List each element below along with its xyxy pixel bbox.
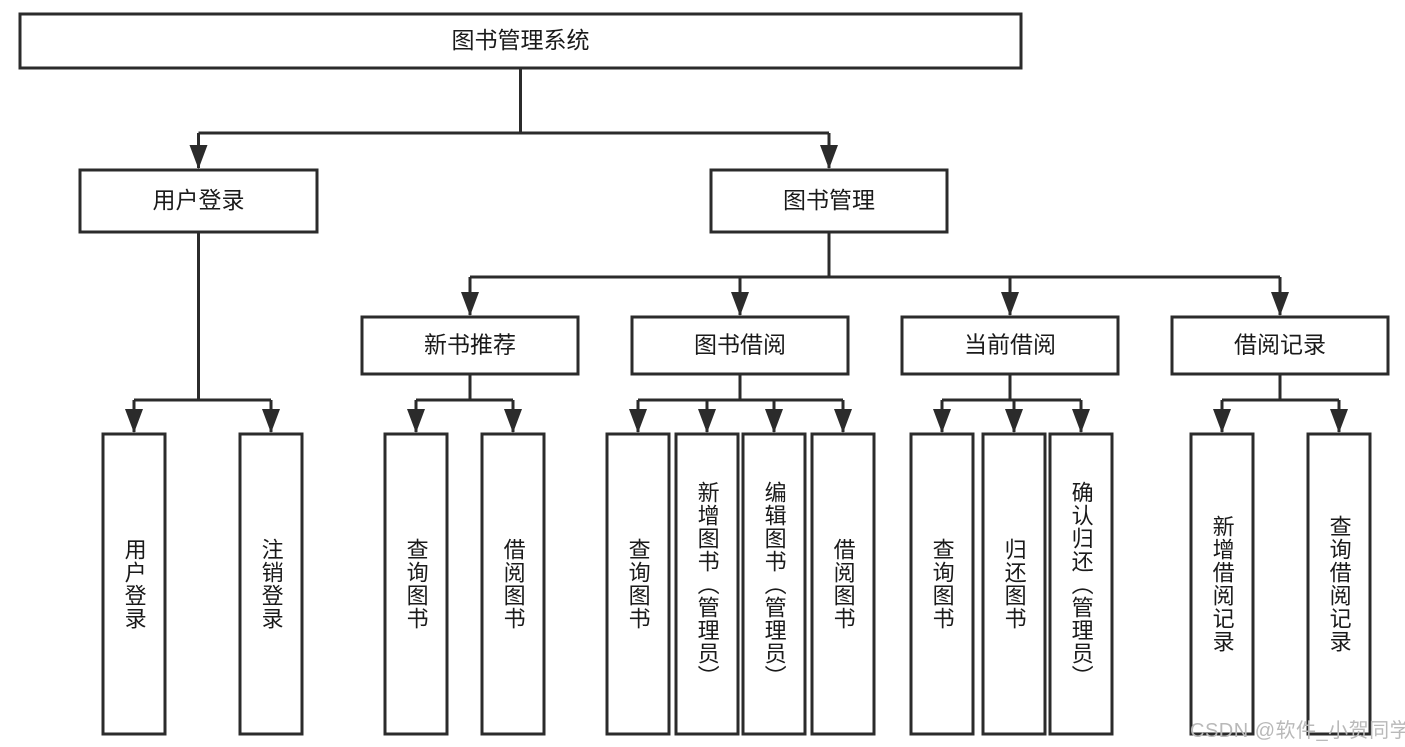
arrow-head-icon [765, 409, 783, 433]
arrow-head-icon [1330, 409, 1348, 433]
node-leaf-query-book-1[interactable] [383, 432, 449, 736]
arrow-head-icon [262, 409, 280, 433]
node-leaf-add-borrow-record[interactable] [1189, 432, 1255, 736]
node-borrow-record[interactable] [1170, 315, 1390, 376]
arrow-head-icon [731, 292, 749, 316]
node-leaf-user-login[interactable] [101, 432, 167, 736]
node-new-book-recommend-label: 新书推荐 [424, 332, 516, 358]
node-leaf-edit-book-admin[interactable] [741, 432, 807, 736]
arrow-head-icon [189, 145, 208, 169]
node-borrow-record-label: 借阅记录 [1234, 332, 1326, 358]
node-book-borrow-label: 图书借阅 [694, 332, 786, 358]
node-leaf-query-book-2[interactable] [605, 432, 671, 736]
node-current-borrow[interactable] [900, 315, 1120, 376]
node-book-manage[interactable] [709, 168, 949, 234]
arrow-head-icon [698, 409, 716, 433]
arrow-head-icon [504, 409, 522, 433]
arrow-head-icon [1271, 292, 1289, 316]
arrow-head-icon [1005, 409, 1023, 433]
arrow-head-icon [125, 409, 143, 433]
arrow-head-icon [933, 409, 951, 433]
arrow-head-icon [820, 145, 838, 169]
node-leaf-query-book-3[interactable] [909, 432, 975, 736]
node-leaf-borrow-book-2[interactable] [810, 432, 876, 736]
node-leaf-logout[interactable] [238, 432, 304, 736]
node-user-login[interactable] [78, 168, 319, 234]
watermark: CSDN @软件_小贺同学 [1190, 720, 1405, 742]
node-user-login-label: 用户登录 [153, 187, 245, 213]
node-new-book-recommend[interactable] [360, 315, 580, 376]
arrow-head-icon [407, 409, 425, 433]
node-leaf-borrow-book-1[interactable] [480, 432, 546, 736]
connectors-layer [125, 68, 1348, 433]
node-root[interactable] [18, 12, 1023, 70]
node-book-manage-label: 图书管理 [783, 187, 875, 213]
arrow-head-icon [1213, 409, 1231, 433]
node-leaf-query-borrow-record[interactable] [1306, 432, 1372, 736]
arrow-head-icon [461, 292, 479, 316]
node-leaf-confirm-return-admin[interactable] [1048, 432, 1114, 736]
arrow-head-icon [629, 409, 647, 433]
arrow-head-icon [1072, 409, 1090, 433]
node-root-label: 图书管理系统 [452, 27, 590, 53]
arrow-head-icon [1001, 292, 1019, 316]
arrow-head-icon [834, 409, 852, 433]
node-leaf-return-book[interactable] [981, 432, 1047, 736]
node-leaf-add-book-admin[interactable] [674, 432, 740, 736]
node-current-borrow-label: 当前借阅 [964, 332, 1056, 358]
node-book-borrow[interactable] [630, 315, 850, 376]
